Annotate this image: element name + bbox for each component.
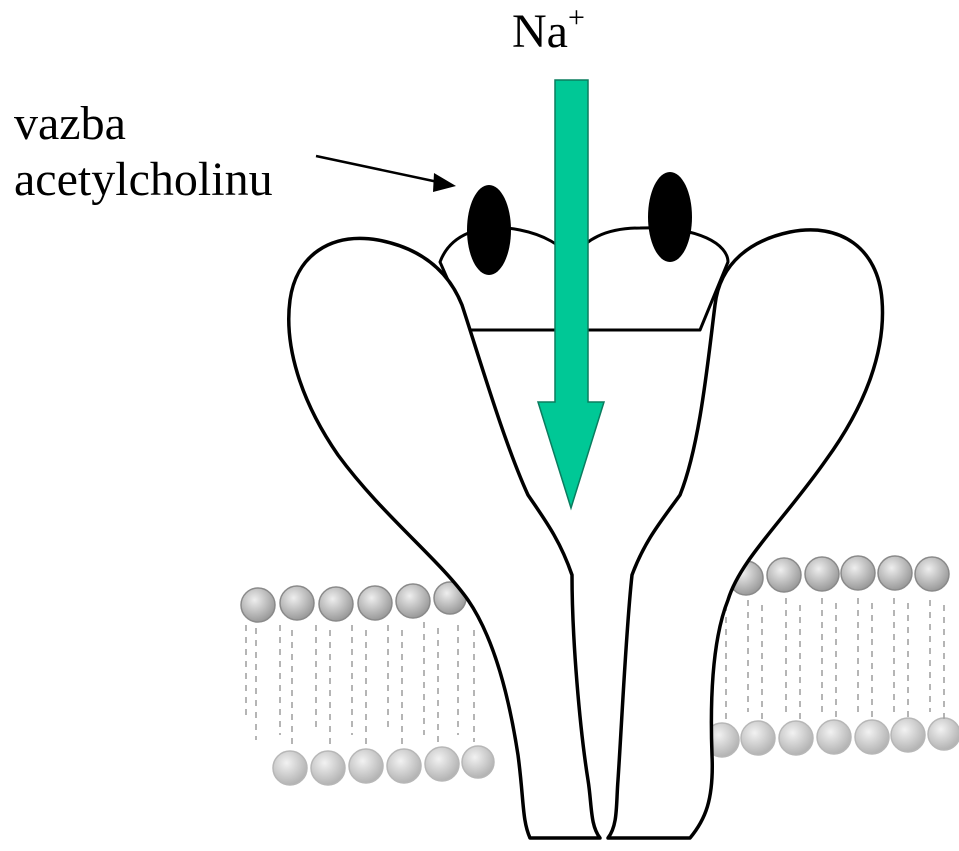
ion-label: Na+	[512, 4, 585, 60]
binding-pointer-line	[316, 156, 438, 182]
binding-label-line2: acetylcholinu	[14, 152, 273, 208]
membrane-tails-left	[246, 622, 474, 745]
membrane-heads-lower-right	[705, 718, 959, 757]
membrane-heads-upper-left	[241, 582, 466, 622]
membrane-heads-lower-left	[273, 746, 494, 785]
membrane-heads-upper-right	[729, 556, 949, 595]
ion-charge: +	[568, 1, 585, 34]
binding-pointer-arrowhead	[433, 173, 456, 192]
binding-site-right	[648, 172, 692, 262]
binding-label-line1: vazba	[14, 96, 273, 152]
binding-label: vazba acetylcholinu	[14, 96, 273, 208]
membrane-tails-right	[712, 598, 944, 725]
binding-site-left	[467, 185, 511, 275]
ion-symbol: Na	[512, 5, 568, 58]
